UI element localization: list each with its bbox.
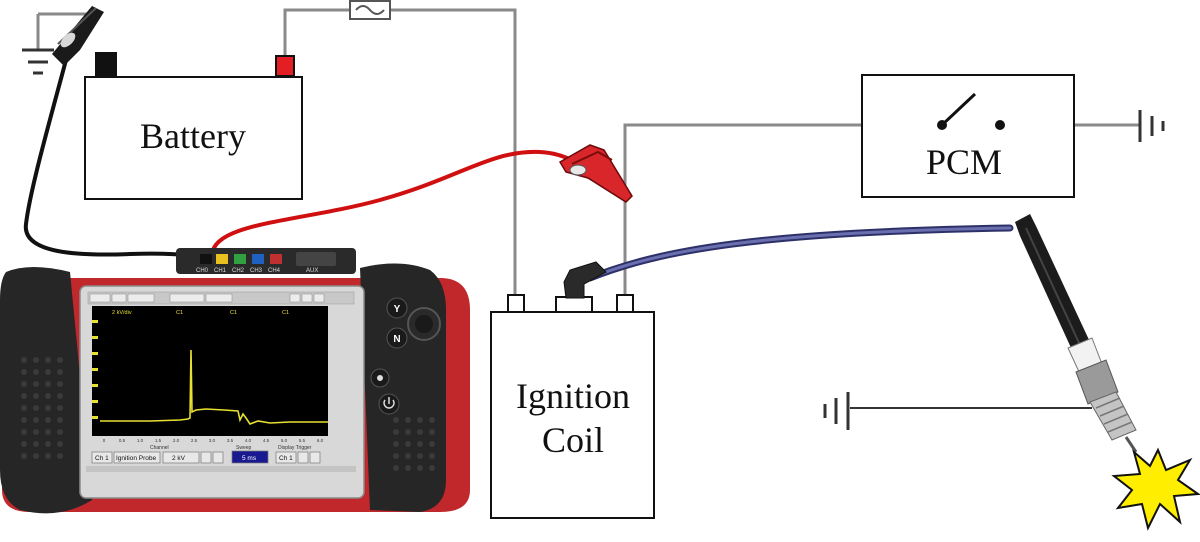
channel-select-button[interactable] xyxy=(91,451,113,464)
trigger-adjust-button[interactable] xyxy=(297,451,309,464)
channel-label-3: CH3 xyxy=(250,268,263,274)
svg-text:2.5: 2.5 xyxy=(191,438,198,443)
fuse-icon xyxy=(349,0,391,20)
svg-text:1.0: 1.0 xyxy=(137,438,144,443)
scale-adjust-button-2[interactable] xyxy=(212,451,224,464)
fuse-to-coil-wire xyxy=(390,8,517,300)
ignition-waveform xyxy=(100,349,328,425)
y-button[interactable] xyxy=(386,297,408,319)
coil-to-pcm-wire xyxy=(623,123,942,298)
coil-label-line2: Coil xyxy=(542,420,604,460)
red-test-lead xyxy=(210,149,579,257)
coil-label-line1: Ignition xyxy=(516,376,630,416)
probe-select-button[interactable] xyxy=(113,451,161,464)
svg-text:4.5: 4.5 xyxy=(263,438,270,443)
channel-select-label: Ch 1 xyxy=(95,455,109,462)
ground-symbol-pcm-icon xyxy=(1138,110,1165,142)
screen-header-scale: 2 kV/div xyxy=(112,310,132,316)
spark-icon xyxy=(1111,447,1200,531)
scale-adjust-button[interactable] xyxy=(200,451,212,464)
svg-text:3.5: 3.5 xyxy=(227,438,234,443)
n-button-label: N xyxy=(393,334,400,345)
svg-text:1.5: 1.5 xyxy=(155,438,162,443)
ground-symbol-plug-icon xyxy=(823,392,1092,430)
black-clamp-icon xyxy=(52,6,104,66)
svg-text:5.5: 5.5 xyxy=(299,438,306,443)
spark-plug-icon xyxy=(1015,214,1138,453)
screen-header-c1-b: C1 xyxy=(230,310,237,316)
trigger-select-label: Ch 1 xyxy=(279,455,293,462)
spark-plug-wire xyxy=(563,224,1014,299)
probe-select-label: Ignition Probe xyxy=(116,455,156,462)
pcm-label: PCM xyxy=(926,142,1002,182)
red-clamp-icon xyxy=(558,144,633,203)
scope-screen xyxy=(92,306,328,436)
channel-label-1: CH1 xyxy=(214,268,227,274)
svg-text:3.0: 3.0 xyxy=(209,438,216,443)
n-button[interactable] xyxy=(386,327,408,349)
svg-text:0: 0 xyxy=(103,438,106,443)
svg-text:0.5: 0.5 xyxy=(119,438,126,443)
sweep-select-button[interactable] xyxy=(231,450,269,464)
scope-unit: CH0 CH1 CH2 CH3 CH4 AUX xyxy=(0,248,470,514)
battery: Battery xyxy=(84,52,303,200)
svg-text:5.0: 5.0 xyxy=(281,438,288,443)
channel-label-4: CH4 xyxy=(268,268,281,274)
channel-label-aux: AUX xyxy=(306,268,318,274)
pcm-module: PCM xyxy=(861,74,1075,198)
ground-symbol-top-left-icon xyxy=(22,48,54,75)
battery-positive-wire xyxy=(283,8,350,58)
scale-select-label: 2 kV xyxy=(172,455,186,462)
channel-label-0: CH0 xyxy=(196,268,209,274)
svg-text:2.0: 2.0 xyxy=(173,438,180,443)
svg-text:6.0: 6.0 xyxy=(317,438,324,443)
ignition-coil: Ignition Coil xyxy=(490,294,655,519)
sweep-select-label: 5 ms xyxy=(242,455,257,462)
x-axis-ticks: 0 0.5 1.0 1.5 2.0 2.5 3.0 3.5 4.0 4.5 5.… xyxy=(103,438,324,443)
label-display-trigger: Display Trigger xyxy=(278,445,312,451)
label-channel: Channel xyxy=(150,445,169,451)
svg-text:4.0: 4.0 xyxy=(245,438,252,443)
trigger-select-button[interactable] xyxy=(275,451,297,464)
channel-jacks xyxy=(200,252,336,266)
y-button-label: Y xyxy=(394,304,401,315)
screen-header-c1-c: C1 xyxy=(282,310,289,316)
scale-select-button[interactable] xyxy=(162,451,200,464)
label-sweep: Sweep xyxy=(236,445,252,451)
trigger-adjust-button-2[interactable] xyxy=(309,451,321,464)
black-test-lead xyxy=(23,59,201,260)
battery-label: Battery xyxy=(140,116,246,156)
channel-label-2: CH2 xyxy=(232,268,245,274)
screen-header-c1-a: C1 xyxy=(176,310,183,316)
